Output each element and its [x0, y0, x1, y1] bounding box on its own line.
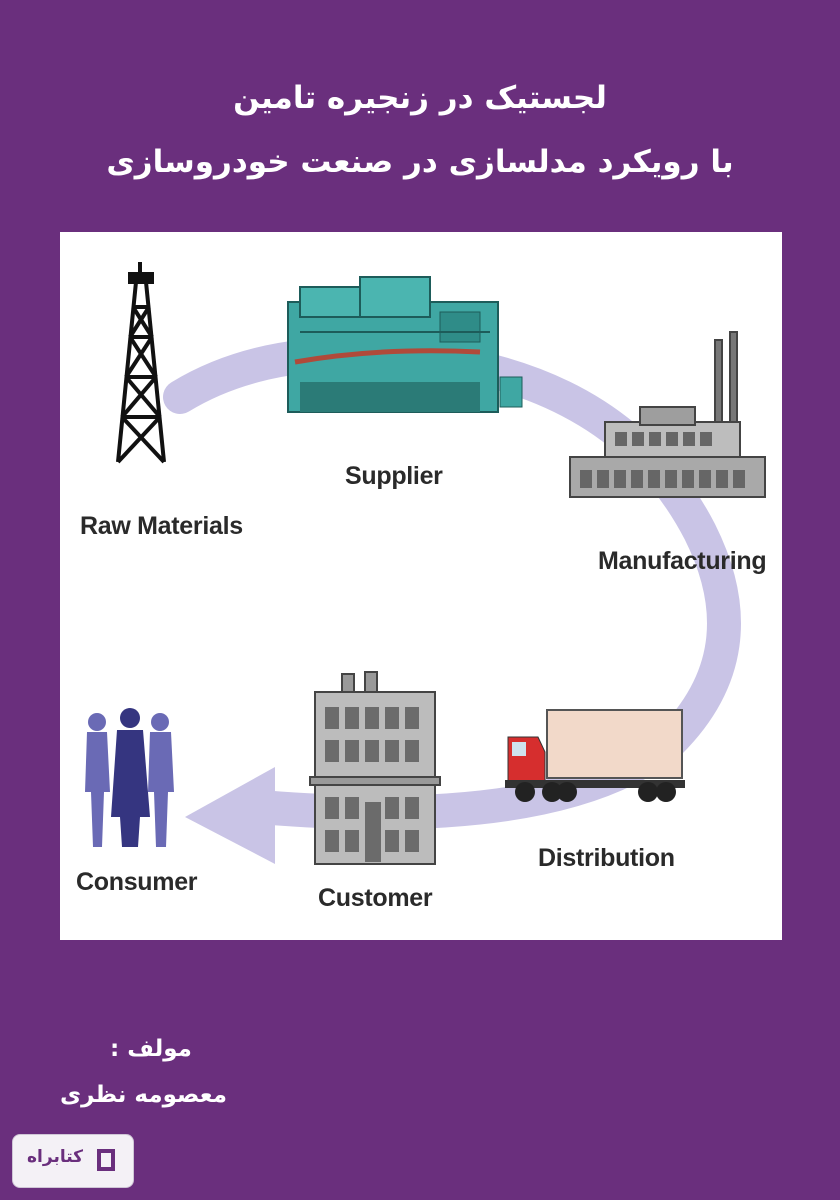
diagram-graphics: [85, 262, 766, 865]
publisher-logo-icon: [97, 1149, 115, 1171]
publisher-name: کتابراه: [27, 1147, 84, 1167]
truck-icon: [505, 709, 685, 802]
label-raw-materials: Raw Materials: [80, 512, 243, 540]
cover-title-line-1: لجستیک در زنجیره تامین: [233, 80, 607, 116]
oil-derrick-icon: [116, 262, 166, 464]
label-supplier: Supplier: [345, 462, 443, 490]
label-manufacturing: Manufacturing: [598, 547, 767, 575]
label-consumer: Consumer: [76, 868, 198, 896]
author-label: مولف :: [110, 1036, 192, 1062]
author-name: معصومه نظری: [60, 1082, 227, 1108]
supply-chain-diagram: Raw Materials Supplier Manufacturing Dis…: [60, 232, 782, 940]
publisher-badge: کتابراه: [12, 1134, 134, 1188]
label-distribution: Distribution: [538, 844, 675, 872]
factory-plant-icon: [287, 276, 523, 413]
label-customer: Customer: [318, 884, 433, 912]
office-building-icon: [309, 671, 441, 865]
people-icon: [85, 708, 174, 847]
manufacturing-building-icon: [569, 331, 766, 498]
cover-title-line-2: با رویکرد مدلسازی در صنعت خودروسازی: [106, 144, 734, 180]
